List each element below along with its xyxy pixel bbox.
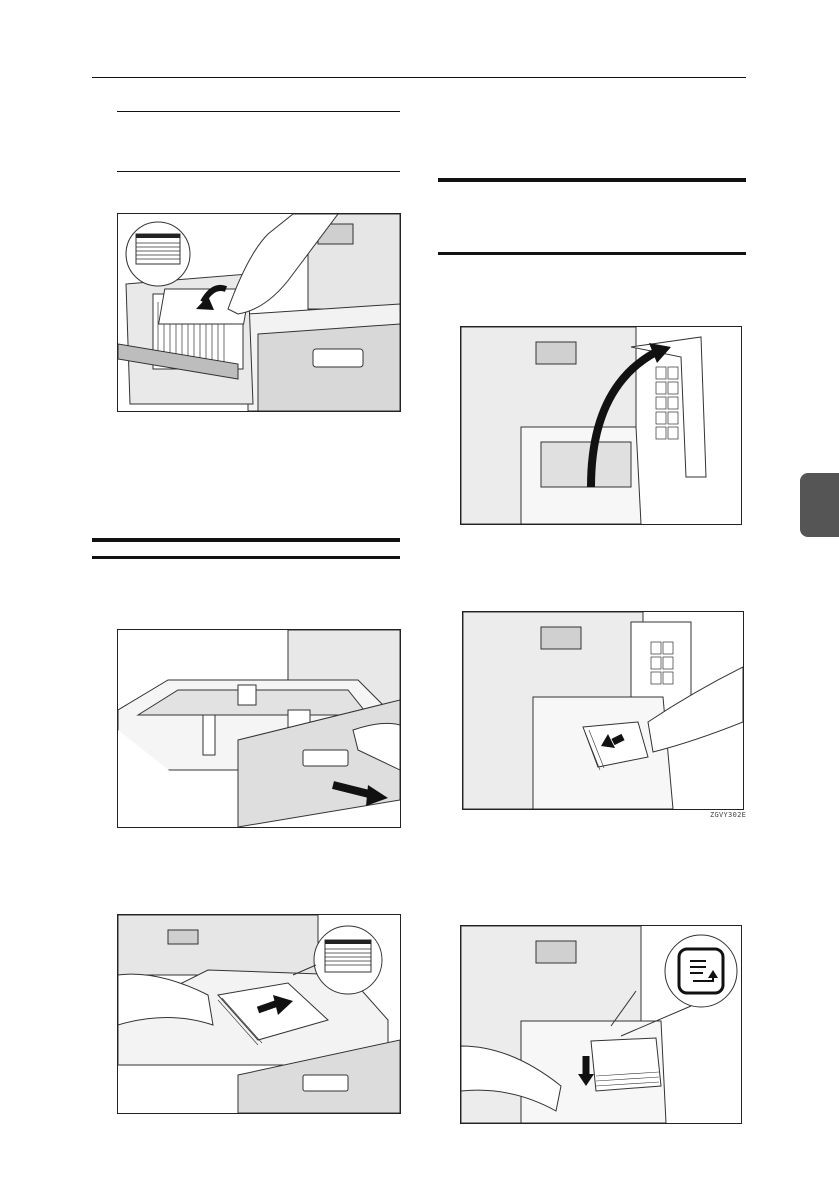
lct-cover-illustration [461,327,741,524]
figure-lct-press-button [460,925,742,1124]
figure-tray-load-paper [117,213,401,412]
header-rule [92,77,746,78]
section-rule-top [92,538,400,542]
drawer-illustration [118,630,400,827]
figure-drawer-pull-out [117,629,401,828]
right-section-rule-bottom [438,252,746,255]
right-section-rule-top [438,178,746,182]
chapter-thumb-tab [800,473,839,537]
lct-button-illustration [461,926,741,1123]
drawer-paper-illustration [118,915,400,1113]
figure-lct-insert-paper [462,611,744,810]
figure-lct-open-cover [460,326,742,525]
tray-illustration [118,214,400,411]
figure-drawer-load-paper [117,914,401,1114]
note-rule-bottom [117,171,400,172]
note-rule-top [117,111,400,112]
figure-code: ZGVY302E [710,811,746,819]
lct-paper-illustration [463,612,743,809]
section-rule-bottom [92,556,400,559]
